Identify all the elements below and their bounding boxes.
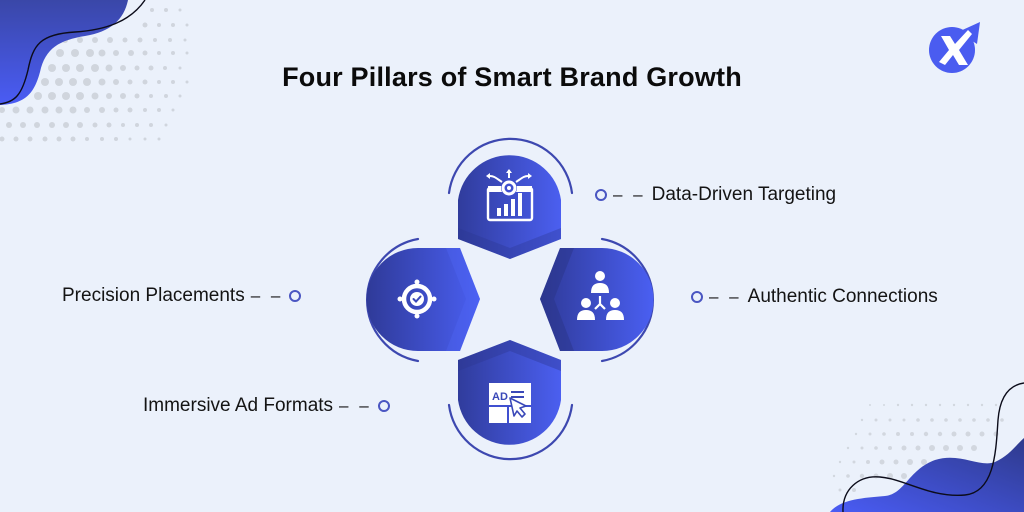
- pillar-shape-right: [540, 248, 654, 351]
- pillar-shape-top: [458, 155, 561, 259]
- page-title: Four Pillars of Smart Brand Growth: [282, 62, 742, 93]
- svg-text:AD: AD: [492, 391, 508, 403]
- connector-dash: – –: [250, 286, 284, 305]
- x-arrow-logo-icon: [929, 22, 980, 73]
- pillar-label: Authentic Connections: [747, 286, 938, 307]
- connector-dash: – –: [613, 185, 646, 204]
- pillar-label: Immersive Ad Formats: [143, 395, 334, 416]
- connector-dot-icon: [289, 290, 302, 302]
- connector-dash: – –: [709, 287, 742, 306]
- curve-line-top-left: [0, 0, 146, 105]
- curve-line-bottom-right: [842, 382, 1024, 512]
- label-precision-placements: Precision Placements – –: [62, 285, 302, 307]
- team-network-icon: [577, 271, 624, 320]
- label-immersive-ad-formats: Immersive Ad Formats – –: [143, 395, 390, 417]
- connector-dot-icon: [595, 189, 607, 201]
- target-check-icon: [397, 279, 437, 319]
- pillar-label: Data-Driven Targeting: [651, 184, 837, 205]
- blob-top-left: [0, 0, 128, 105]
- pillar-label: Precision Placements: [62, 285, 245, 306]
- connector-dot-icon: [377, 400, 390, 412]
- connector-dot-icon: [691, 291, 703, 303]
- dot-pattern-top-left: [0, 8, 189, 142]
- arc-top: [447, 137, 574, 195]
- label-data-driven-targeting: – – Data-Driven Targeting: [595, 184, 836, 206]
- data-dashboard-icon: [486, 169, 534, 222]
- arc-bottom: [447, 403, 574, 461]
- blob-bottom-right: [830, 438, 1024, 512]
- label-authentic-connections: – – Authentic Connections: [691, 286, 938, 308]
- connector-dash: – –: [339, 396, 372, 415]
- ad-click-icon: AD: [489, 383, 531, 423]
- dot-pattern-bottom-right: [832, 403, 1004, 492]
